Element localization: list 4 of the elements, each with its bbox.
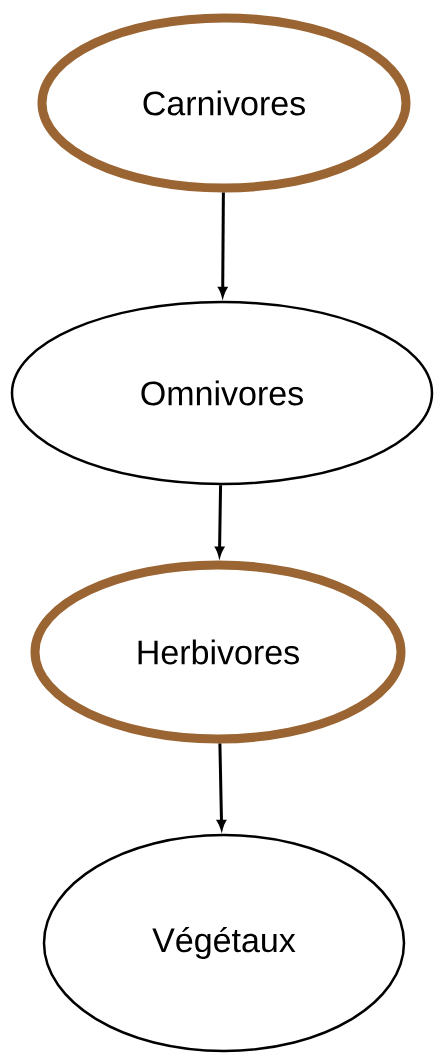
ellipse-node: Végétaux <box>42 833 406 1053</box>
ellipse-node: Carnivores <box>37 13 411 193</box>
ellipse-node: Omnivores <box>10 300 434 486</box>
ellipse-node: Herbivores <box>30 560 406 744</box>
